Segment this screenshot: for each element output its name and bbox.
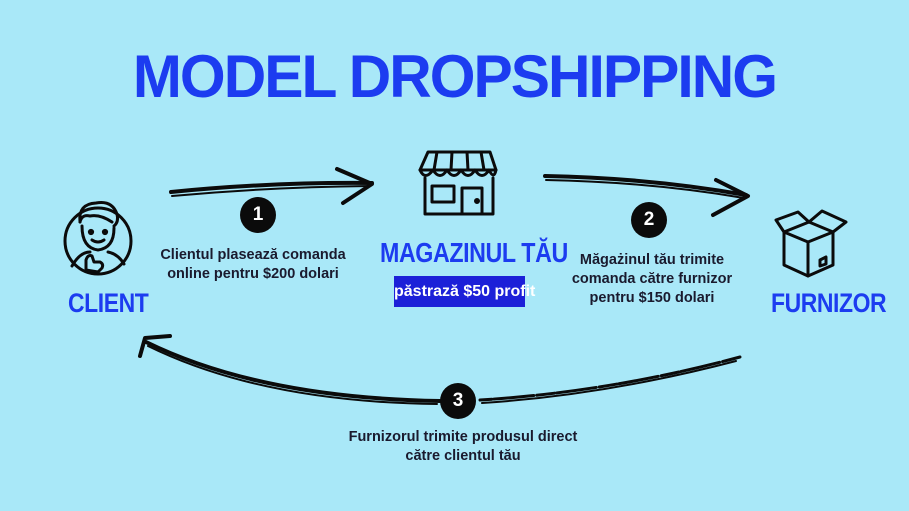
supplier-label: FURNIZOR [771, 288, 887, 318]
step-1-text: Clientul plasează comanda online pentru … [160, 247, 346, 282]
client-label: CLIENT [68, 288, 149, 318]
store-label: MAGAZINUL TĂU [380, 237, 568, 268]
profit-badge: păstrază $50 profit [394, 276, 535, 307]
step-1-number: 1 [240, 197, 276, 233]
step-3-text: Furnizorul trimite produsul direct către… [348, 429, 578, 464]
step-2-number: 2 [631, 202, 667, 238]
arrow-store-to-supplier [543, 174, 750, 217]
step-3-number: 3 [440, 383, 476, 419]
storefront-icon [418, 150, 498, 216]
diagram-title: MODEL DROPSHIPPING [132, 43, 778, 110]
person-thumbs-up-icon [63, 201, 133, 276]
step-2-text: Măgażinul tău trimite comanda către furn… [571, 252, 733, 306]
arrow-supplier-to-client [138, 334, 742, 405]
arrow-client-to-store [169, 167, 374, 205]
open-box-icon [774, 209, 848, 278]
